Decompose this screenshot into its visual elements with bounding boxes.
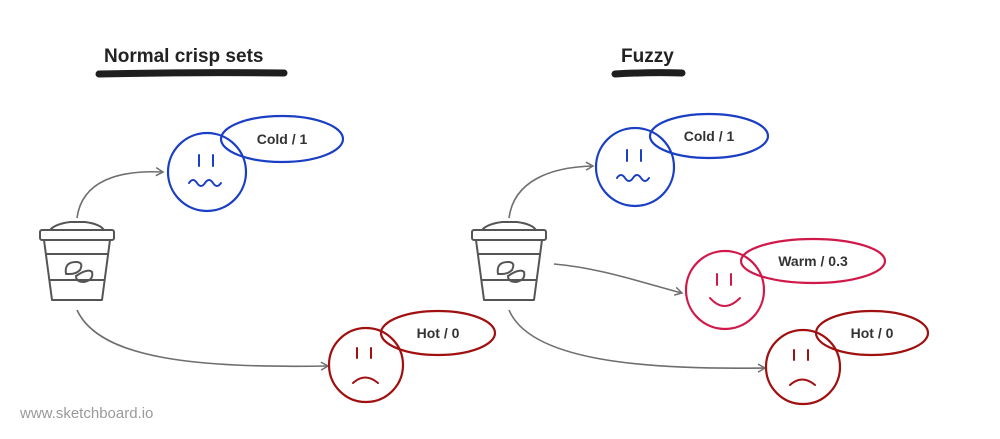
arrow-to-cold — [76, 167, 165, 219]
coffee-cup-icon — [39, 221, 115, 301]
crisp-title: Normal crisp sets — [104, 46, 263, 67]
arrow-to-hot — [508, 309, 767, 373]
cold-face: Cold / 1 — [594, 112, 770, 208]
warm-face: Warm / 0.3 — [684, 237, 887, 331]
coffee-cup-icon — [471, 221, 547, 301]
hot-label: Hot / 0 — [851, 325, 894, 341]
fuzzy-title: Fuzzy — [621, 46, 674, 67]
hot-label-bubble — [379, 309, 497, 357]
crisp-title-underline — [95, 69, 288, 78]
sad-face-icon — [594, 126, 676, 208]
hot-label-bubble — [814, 309, 930, 357]
fuzzy-title-underline — [611, 69, 686, 78]
cold-face: Cold / 1 — [166, 114, 345, 213]
sad-face-icon — [327, 326, 405, 404]
cold-label: Cold / 1 — [257, 131, 308, 147]
cold-label-bubble — [648, 112, 770, 160]
hot-face: Hot / 0 — [764, 309, 930, 406]
happy-face-icon — [684, 249, 766, 331]
hot-face: Hot / 0 — [327, 309, 497, 404]
warm-label-bubble — [739, 237, 887, 285]
watermark: www.sketchboard.io — [19, 405, 153, 422]
hot-label: Hot / 0 — [417, 325, 460, 341]
sad-face-icon — [166, 131, 248, 213]
arrow-to-hot — [76, 309, 330, 371]
cold-label: Cold / 1 — [684, 128, 735, 144]
crisp-section: Normal crisp sets Cold / 1 — [39, 46, 497, 404]
arrow-to-cold — [508, 161, 595, 219]
warm-label: Warm / 0.3 — [778, 253, 848, 269]
sad-face-icon — [764, 328, 842, 406]
fuzzy-section: Fuzzy Cold / 1 — [471, 46, 930, 406]
cold-label-bubble — [219, 114, 345, 164]
arrow-to-warm — [553, 263, 684, 296]
